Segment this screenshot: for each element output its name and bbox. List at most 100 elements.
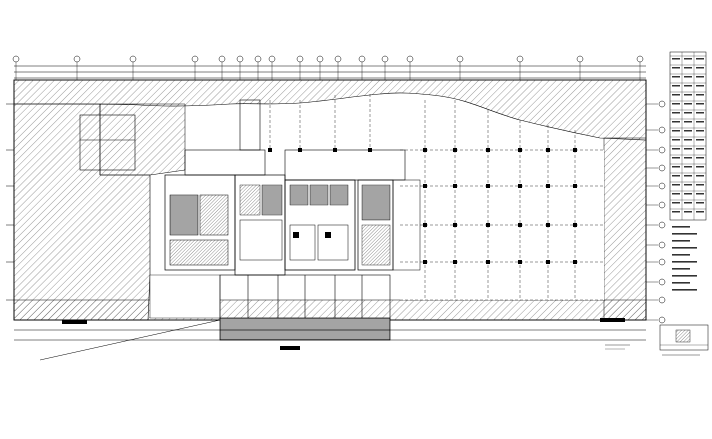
lower-rooms: [219, 274, 391, 321]
right-grid-bubbles: [646, 100, 666, 324]
columns: [268, 148, 577, 264]
legend-row-text: [696, 175, 704, 177]
footer-labels: [62, 318, 630, 350]
legend-row-text: [672, 103, 680, 105]
note-line: [672, 247, 697, 249]
grid-bubble-right: [646, 100, 666, 108]
legend-row-text: [672, 184, 680, 186]
grid-bubble-top: [316, 55, 324, 80]
central-core: [164, 174, 421, 276]
legend-row-text: [684, 58, 692, 60]
grid-bubble-top: [516, 55, 524, 80]
grid-bubble-top: [12, 55, 20, 80]
note-line: [672, 254, 690, 256]
legend-row-text: [684, 112, 692, 114]
legend-row-text: [684, 67, 692, 69]
grid-bubble-top: [236, 55, 244, 80]
grid-bubble-right: [646, 182, 666, 190]
legend-row-text: [672, 121, 680, 123]
grid-bubble-top: [456, 55, 464, 80]
grid-bubble-right: [646, 146, 666, 154]
legend-row-text: [672, 85, 680, 87]
grid-bubble-top: [296, 55, 304, 80]
legend-row-text: [672, 67, 680, 69]
legend-row-text: [696, 184, 704, 186]
legend-row-text: [696, 94, 704, 96]
legend-row-text: [696, 103, 704, 105]
legend-row-text: [672, 166, 680, 168]
note-line: [672, 233, 697, 235]
legend-row-text: [684, 103, 692, 105]
note-line: [672, 240, 690, 242]
legend-row-text: [672, 202, 680, 204]
bottom-stair-strip: [219, 317, 391, 341]
grid-bubble-right: [646, 296, 666, 304]
legend-row-text: [684, 157, 692, 159]
legend-row-text: [696, 157, 704, 159]
legend-row-text: [684, 193, 692, 195]
grid-bubble-top: [218, 55, 226, 80]
stair-2: [199, 194, 229, 236]
legend-row-text: [696, 193, 704, 195]
legend-row-text: [696, 58, 704, 60]
legend-row-text: [684, 148, 692, 150]
legend-row-text: [696, 139, 704, 141]
left-inner-hatch: [99, 103, 186, 176]
legend-row-text: [696, 85, 704, 87]
legend-row-text: [684, 175, 692, 177]
legend-row-text: [672, 139, 680, 141]
legend-row-text: [696, 76, 704, 78]
legend-row-text: [684, 166, 692, 168]
grid-bubble-right: [646, 126, 666, 134]
elevator-shaft-2: [309, 184, 329, 206]
legend-table: [669, 51, 707, 221]
legend-row-text: [684, 76, 692, 78]
grid-bubble-top: [129, 55, 137, 80]
legend-row-text: [672, 148, 680, 150]
grid-bubble-top: [358, 55, 366, 80]
note-line: [672, 261, 697, 263]
legend-row-text: [672, 130, 680, 132]
key-plan: [659, 324, 709, 356]
note-line: [672, 275, 697, 277]
legend-row-text: [696, 112, 704, 114]
grid-bubble-right: [646, 258, 666, 266]
grid-bubble-top: [406, 55, 414, 80]
bottom-dimension-lines: [14, 319, 646, 361]
note-line: [672, 268, 690, 270]
legend-row-text: [696, 148, 704, 150]
legend-row-text: [672, 76, 680, 78]
note-line: [672, 289, 697, 291]
grid-bubble-right: [646, 241, 666, 249]
legend-row-text: [696, 166, 704, 168]
legend-row-text: [696, 121, 704, 123]
grid-bubble-top: [576, 55, 584, 80]
upper-rooms: [79, 99, 406, 181]
grid-bubble-top: [254, 55, 262, 80]
legend-row-text: [684, 85, 692, 87]
legend-row-text: [696, 67, 704, 69]
notes-block: [672, 226, 697, 291]
grid-bubble-right: [646, 278, 666, 286]
legend-row-text: [672, 58, 680, 60]
right-hatched-band: [603, 137, 647, 321]
legend-row-text: [672, 175, 680, 177]
grid-bubble-top: [334, 55, 342, 80]
top-dimension-lines: [14, 65, 646, 79]
grid-bubble-right: [646, 316, 666, 324]
legend-row-text: [684, 202, 692, 204]
grid-bubble-top: [191, 55, 199, 80]
elevator-shaft-3: [329, 184, 349, 206]
legend-row-text: [684, 211, 692, 213]
legend-row-text: [684, 139, 692, 141]
top-grid-bubbles: [12, 55, 644, 80]
note-line: [672, 282, 690, 284]
grid-bubble-right: [646, 201, 666, 209]
legend-row-text: [672, 211, 680, 213]
grid-bubble-right: [646, 221, 666, 229]
elevator-shaft-1: [289, 184, 309, 206]
grid-bubble-top: [381, 55, 389, 80]
legend-row-text: [684, 94, 692, 96]
grid-bubble-right: [646, 164, 666, 172]
